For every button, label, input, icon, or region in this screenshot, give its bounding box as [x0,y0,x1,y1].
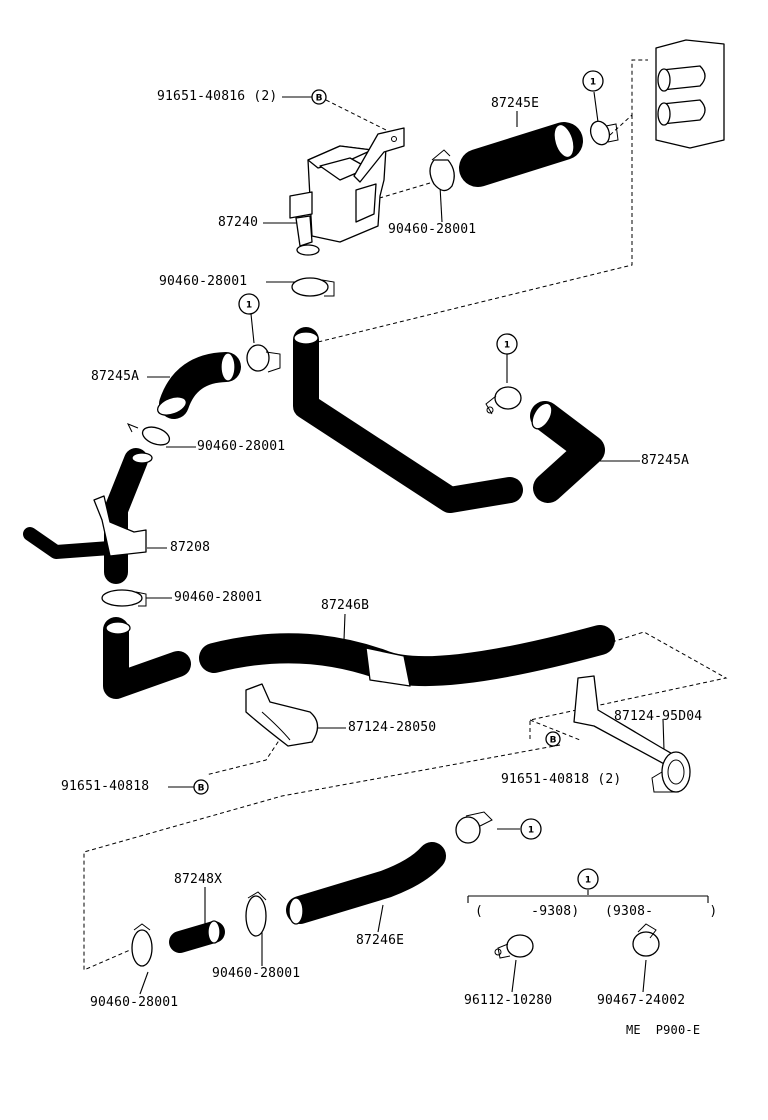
hose-87246b [103,617,615,699]
label-clamp-pipe: 90460-28001 [174,590,263,605]
svg-text:1: 1 [590,78,596,88]
dashed-reference-lines [83,59,728,971]
label-valve-87240: 87240 [218,215,259,230]
clamp-top-right [589,120,619,146]
label-hose-87245a-right: 87245A [641,453,690,468]
hose-87245a-left [156,352,241,419]
label-bolt-right: 91651-40818 (2) [501,772,622,787]
label-clamp-bottom-left: 90460-28001 [90,995,179,1010]
water-valve [289,127,405,256]
variant-clamp-b-icon [632,923,660,957]
label-variant-range-b: (9308- ) [605,904,718,919]
long-u-pipe [293,327,523,513]
badge-one-variant-group: 1 [577,868,599,890]
svg-text:1: 1 [528,826,534,836]
badge-one-top-right: 1 [582,70,604,92]
label-hose-87246b: 87246B [321,598,370,613]
badge-one-bottom: 1 [520,818,542,840]
hose-87248x [169,920,225,953]
badges: B 1 1 1 B B 1 1 [193,70,604,890]
clamp-bottom-right [455,811,493,844]
hose-87245a-right [530,401,605,503]
clamp-pipe [101,589,147,607]
label-variant-clamp-b: 90467-24002 [597,993,686,1008]
clamp-bottom-mid [245,891,267,937]
clamp-valve-below [291,277,335,297]
svg-text:1: 1 [246,301,252,311]
label-bolt-top: 91651-40816 (2) [157,89,278,104]
bracket-lower [245,683,319,747]
label-bracket-right: 87124-95D04 [614,709,703,724]
hose-87245e-top [459,122,583,187]
bracket-right [573,675,691,793]
svg-text:B: B [198,784,205,794]
label-variant-range-a: ( -9308) [475,904,580,919]
badge-b-right: B [545,731,561,747]
label-bracket-lower: 87124-28050 [348,720,437,735]
hose-87246e-bottom [286,842,446,925]
svg-text:B: B [316,94,323,104]
badge-one-center: 1 [496,333,518,355]
svg-text:B: B [550,736,557,746]
badge-b-lower: B [193,779,209,795]
svg-text:1: 1 [585,876,591,886]
label-bolt-lower: 91651-40818 [61,779,150,794]
label-hose-87248x: 87248X [174,872,223,887]
clamp-hose-a-left-lower [126,423,171,446]
svg-text:1: 1 [504,341,510,351]
heater-core-pipes [655,39,725,149]
clamp-valve-right [429,149,455,192]
label-clamp-hose-a-left: 90460-28001 [197,439,286,454]
badge-b-top: B [311,89,327,105]
variant-clamp-a-icon [494,934,534,959]
label-hose-87246e-bottom: 87246E [356,933,405,948]
label-pipe-87208: 87208 [170,540,211,555]
label-clamp-valve-right: 90460-28001 [388,222,477,237]
clamp-bottom-left [131,923,153,967]
clamp-hose-a-left [246,344,281,373]
label-hose-87245e-top: 87245E [491,96,540,111]
pipe-87208 [23,448,153,584]
label-hose-87245a-left: 87245A [91,369,140,384]
leader-lines [139,91,709,995]
footer-code: ME P900-E [626,1023,701,1037]
label-clamp-bottom-mid: 90460-28001 [212,966,301,981]
clamp-hose-a-right [485,386,522,415]
label-variant-clamp-a: 96112-10280 [464,993,553,1008]
badge-one-left: 1 [238,293,260,315]
label-clamp-valve-below: 90460-28001 [159,274,248,289]
